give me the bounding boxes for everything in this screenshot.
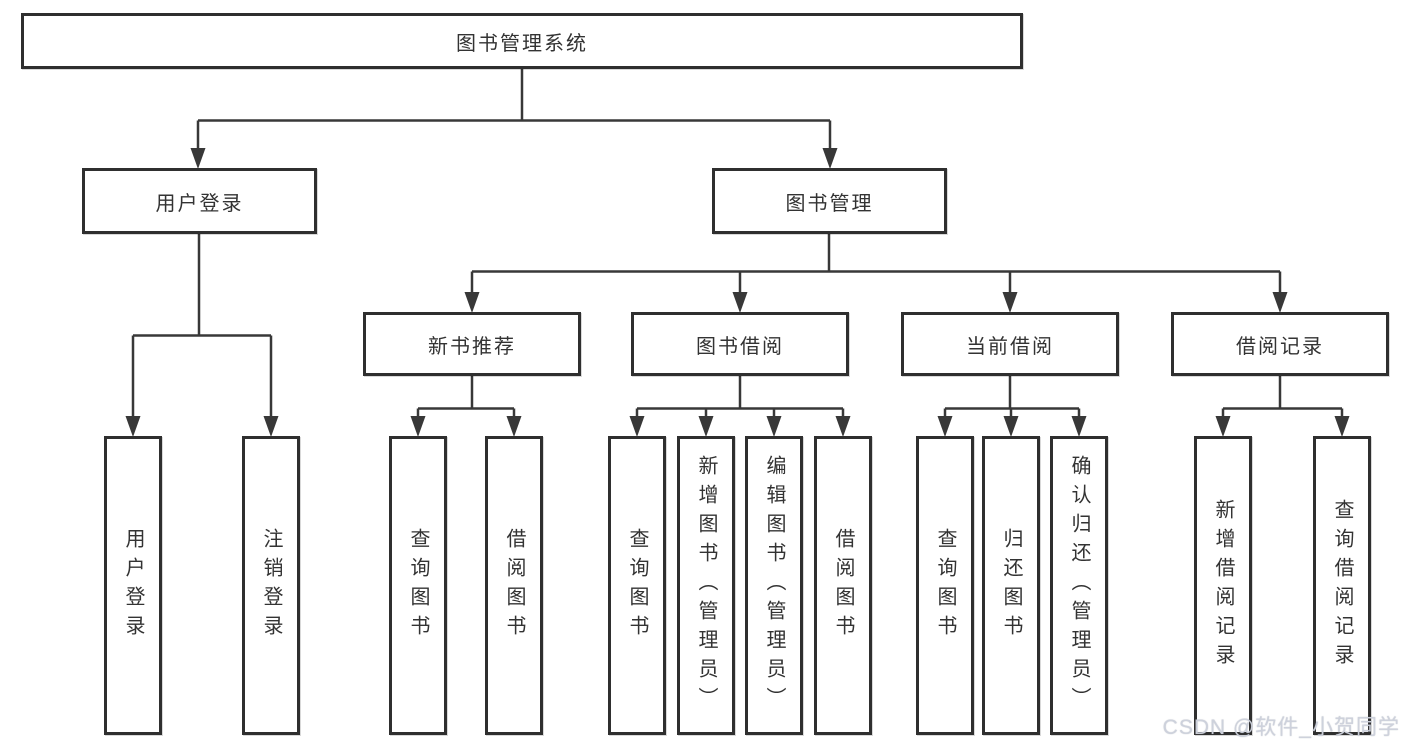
node-label: 查询图书	[407, 527, 429, 644]
node-label: 归还图书	[1000, 527, 1022, 644]
node-label: 用户登录	[122, 527, 144, 644]
node-label: 新增借阅记录	[1212, 498, 1234, 673]
node-label: 编辑图书（管理员）	[763, 455, 785, 716]
node-label: 图书管理系统	[456, 32, 588, 55]
node-label: 新书推荐	[428, 335, 516, 358]
node-label: 查询借阅记录	[1331, 498, 1353, 673]
leaf-query-books-2: 查询图书	[608, 436, 666, 735]
node-label: 借阅图书	[832, 527, 854, 644]
node-user-login: 用户登录	[82, 168, 317, 234]
leaf-user-login: 用户登录	[104, 436, 162, 735]
leaf-return-books: 归还图书	[982, 436, 1040, 735]
leaf-add-book-admin: 新增图书（管理员）	[677, 436, 735, 735]
node-label: 注销登录	[260, 527, 282, 644]
node-label: 当前借阅	[966, 335, 1054, 358]
node-label: 查询图书	[934, 527, 956, 644]
node-root-system: 图书管理系统	[21, 13, 1023, 69]
node-label: 借阅记录	[1236, 335, 1324, 358]
leaf-confirm-return-admin: 确认归还（管理员）	[1050, 436, 1108, 735]
node-label: 借阅图书	[503, 527, 525, 644]
node-label: 新增图书（管理员）	[695, 455, 717, 716]
arrowheads	[125, 148, 1350, 437]
leaf-logout: 注销登录	[242, 436, 300, 735]
leaf-add-borrow-record: 新增借阅记录	[1194, 436, 1252, 735]
node-book-borrowing: 图书借阅	[631, 312, 849, 376]
node-label: 查询图书	[626, 527, 648, 644]
leaf-borrow-books-1: 借阅图书	[485, 436, 543, 735]
node-label: 图书借阅	[696, 335, 784, 358]
leaf-query-books-1: 查询图书	[389, 436, 447, 735]
node-borrowing-records: 借阅记录	[1171, 312, 1389, 376]
node-book-management: 图书管理	[712, 168, 947, 234]
leaf-query-books-3: 查询图书	[916, 436, 974, 735]
leaf-borrow-books-2: 借阅图书	[814, 436, 872, 735]
leaf-query-borrow-record: 查询借阅记录	[1313, 436, 1371, 735]
node-current-borrowing: 当前借阅	[901, 312, 1119, 376]
node-label: 确认归还（管理员）	[1068, 455, 1090, 716]
node-label: 用户登录	[155, 192, 244, 215]
node-label: 图书管理	[785, 192, 874, 215]
leaf-edit-book-admin: 编辑图书（管理员）	[745, 436, 803, 735]
node-new-book-recommend: 新书推荐	[363, 312, 581, 376]
